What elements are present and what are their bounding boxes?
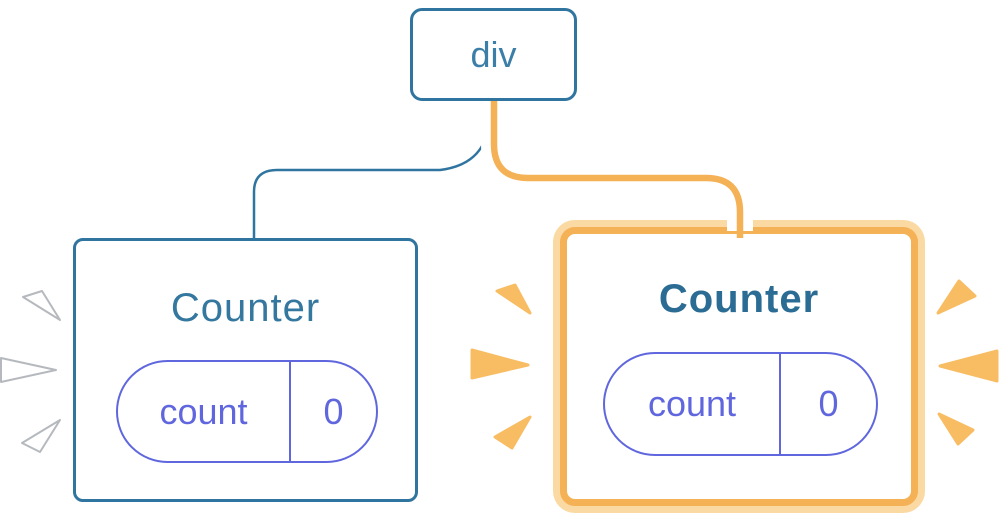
spark-icon bbox=[22, 290, 61, 321]
state-pill: count 0 bbox=[116, 360, 378, 463]
spark-icon bbox=[937, 412, 975, 446]
render-sparks-right bbox=[936, 279, 999, 446]
tree-node-counter-right: Counter count 0 bbox=[560, 227, 918, 506]
tree-node-counter-right-highlight-ring: Counter count 0 bbox=[553, 220, 925, 513]
edge-highlight-casing bbox=[481, 101, 753, 231]
state-key: count bbox=[605, 354, 781, 454]
spark-icon bbox=[493, 415, 532, 450]
counter-title: Counter bbox=[170, 286, 321, 330]
state-pill: count 0 bbox=[603, 352, 878, 456]
counter-title: Counter bbox=[658, 277, 820, 321]
state-value: 0 bbox=[323, 390, 344, 432]
render-sparks-left bbox=[0, 290, 61, 453]
edge-div-to-left-counter bbox=[252, 102, 491, 240]
spark-icon bbox=[21, 419, 61, 453]
state-value: 0 bbox=[818, 383, 839, 424]
spark-icon bbox=[936, 279, 977, 315]
spark-icon bbox=[470, 348, 530, 380]
spark-icon bbox=[938, 349, 999, 383]
div-node-label: div bbox=[470, 33, 517, 75]
tree-node-div: div bbox=[410, 8, 577, 101]
spark-icon bbox=[0, 357, 57, 383]
edge-div-to-right-counter bbox=[490, 101, 744, 238]
spark-icon bbox=[495, 283, 532, 315]
state-key: count bbox=[118, 362, 291, 461]
render-sparks-middle bbox=[470, 283, 532, 450]
tree-node-counter-left: Counter count 0 bbox=[73, 238, 418, 502]
